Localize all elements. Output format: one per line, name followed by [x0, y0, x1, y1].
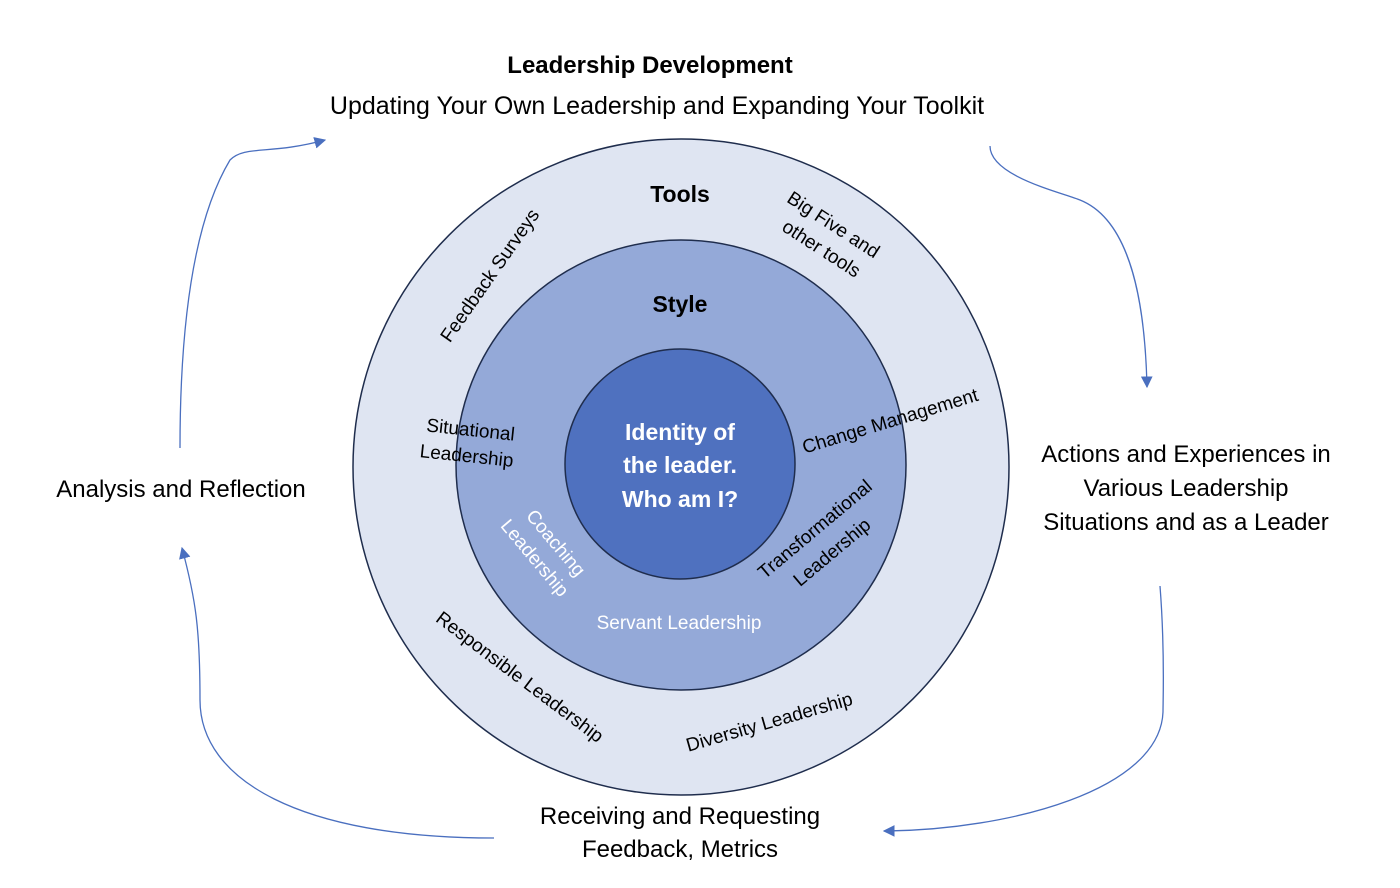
- cycle-label-feedback: Receiving and Requesting Feedback, Metri…: [500, 800, 860, 866]
- identity-line2: the leader.: [623, 452, 737, 478]
- cycle-label-actions-line1: Actions and Experiences in: [1041, 441, 1331, 468]
- cycle-arrow-top-right: [989, 145, 1153, 389]
- tools-ring-title: Tools: [650, 181, 710, 207]
- cycle-label-actions-line3: Situations and as a Leader: [1043, 509, 1329, 536]
- cycle-label-feedback-line2: Feedback, Metrics: [581, 836, 779, 863]
- identity-core: [564, 348, 796, 580]
- cycle-label-feedback-line1: Receiving and Requesting: [539, 803, 821, 830]
- cycle-label-actions: Actions and Experiences in Various Leade…: [1020, 438, 1352, 540]
- cycle-arrow-bottom-left: [179, 546, 495, 839]
- cycle-label-actions-line2: Various Leadership: [1083, 475, 1289, 502]
- cycle-arrow-bottom-right: [882, 585, 1165, 837]
- identity-line3: Who am I?: [622, 486, 738, 512]
- cycle-arrow-top-left: [179, 137, 327, 449]
- identity-core-text: Identity of the leader. Who am I?: [622, 419, 738, 512]
- diagram-title: Leadership Development: [507, 52, 793, 79]
- style-servant-leadership: Servant Leadership: [597, 613, 762, 634]
- diagram-subtitle: Updating Your Own Leadership and Expandi…: [329, 92, 985, 120]
- identity-line1: Identity of: [625, 419, 735, 445]
- style-ring-title: Style: [653, 291, 708, 317]
- cycle-label-analysis: Analysis and Reflection: [56, 476, 306, 503]
